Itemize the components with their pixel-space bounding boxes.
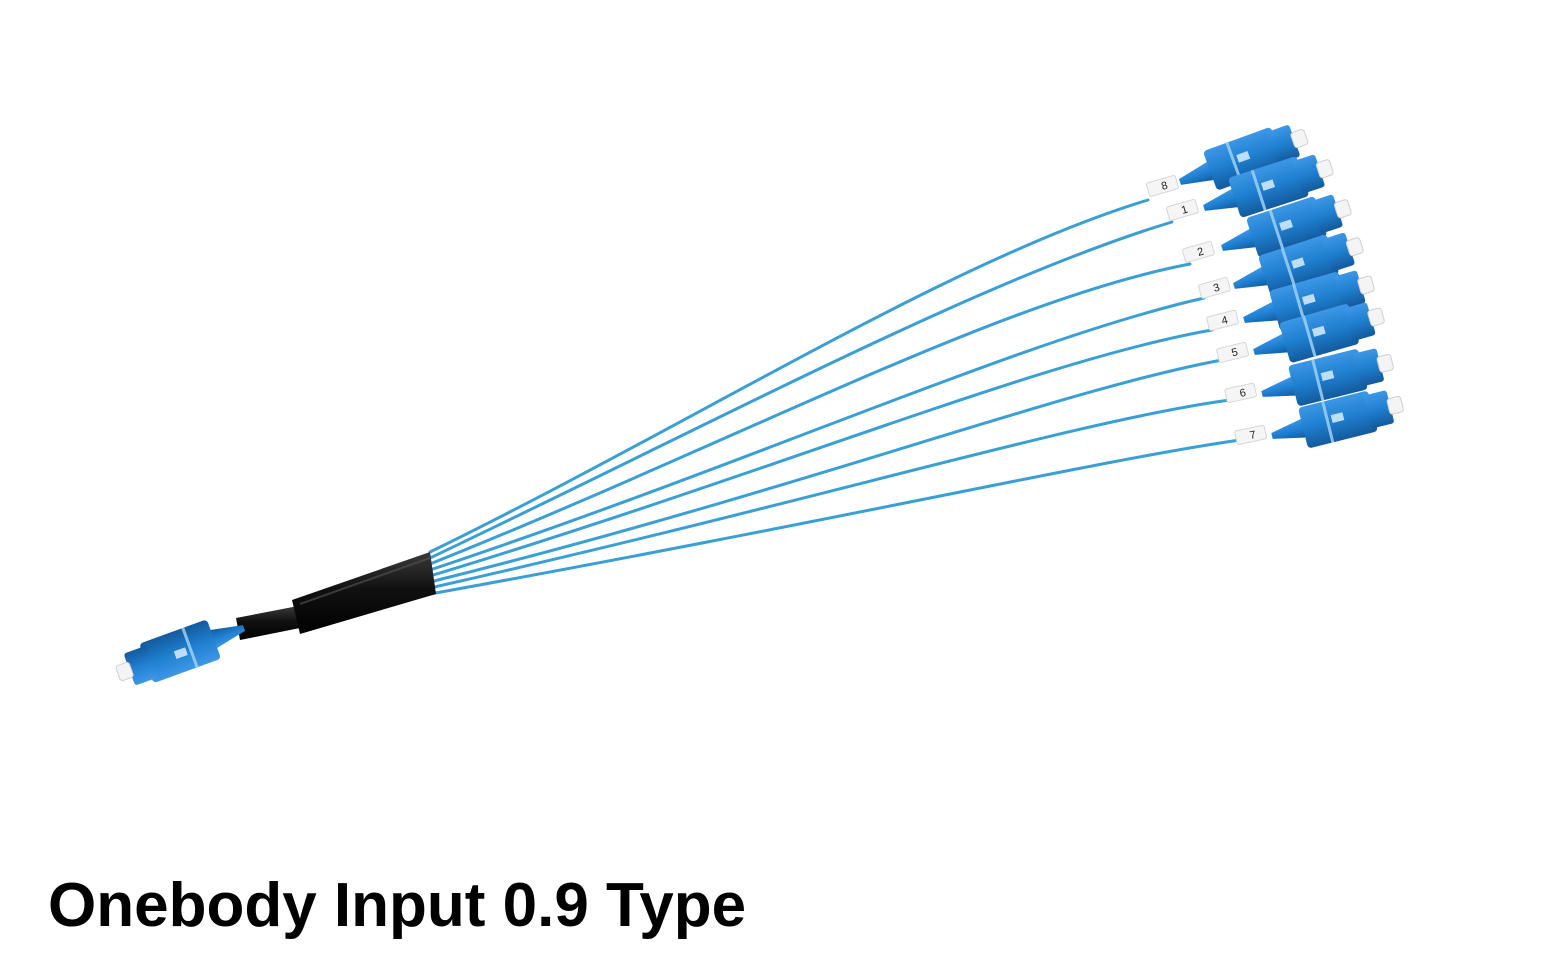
output-label-8: 7 [1249,429,1257,442]
output-label-4: 3 [1212,282,1221,295]
output-label-6: 5 [1230,346,1239,359]
fiber-bundle [428,198,1242,596]
caption-title: Onebody Input 0.9 Type [48,871,747,940]
output-label-2: 1 [1180,204,1189,217]
output-label-3: 2 [1196,246,1205,259]
output-label-5: 4 [1220,314,1229,327]
input-connector [110,607,252,695]
output-label-1: 8 [1160,180,1169,193]
fiber-splitter-photo: 8 1 2 3 4 5 6 7 [110,115,1408,695]
output-label-tags: 8 1 2 3 4 5 6 7 [1146,174,1267,445]
output-label-7: 6 [1239,387,1247,400]
sc-connector-icon [110,607,252,695]
splitter-sleeve-icon [236,552,436,640]
